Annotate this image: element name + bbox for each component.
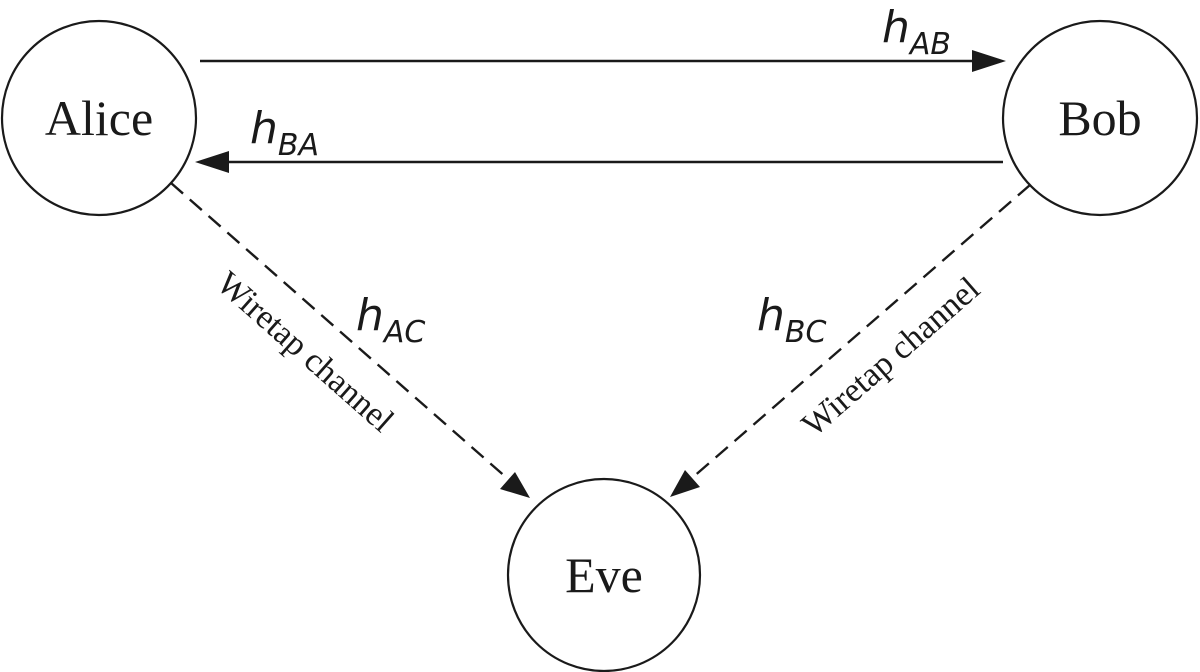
node-eve-label: Eve: [565, 547, 643, 603]
edge-alice-to-eve: [170, 182, 509, 480]
edge-bob-to-eve: [691, 184, 1031, 479]
arrowhead-alice-to-bob: [972, 50, 1006, 72]
arrowhead-bob-to-eve: [670, 470, 700, 497]
label-h-ab-main: h: [882, 2, 910, 53]
label-h-ba-sub: BA: [278, 128, 319, 163]
label-h-ac-main: h: [356, 290, 384, 341]
node-bob: Bob: [1001, 19, 1199, 217]
label-h-ba-main: h: [250, 103, 278, 154]
label-h-bc-sub: BC: [785, 315, 827, 350]
label-h-ab: hAB: [882, 2, 951, 62]
node-eve-circle: [506, 477, 702, 672]
arrowhead-bob-to-alice: [195, 151, 229, 173]
node-eve: Eve: [506, 477, 702, 672]
label-h-ba: hBA: [250, 103, 319, 163]
node-bob-circle: [1001, 19, 1199, 217]
node-alice-circle: [0, 19, 198, 217]
label-h-bc-main: h: [757, 290, 785, 341]
node-bob-label: Bob: [1058, 90, 1141, 146]
arrowhead-alice-to-eve: [500, 472, 530, 498]
label-h-ab-sub: AB: [908, 27, 951, 62]
label-h-bc: hBC: [757, 290, 826, 350]
node-alice: Alice: [0, 19, 198, 217]
label-h-ac-sub: AC: [382, 315, 426, 350]
wiretap-label-right: Wiretap channel: [795, 270, 987, 444]
node-alice-label: Alice: [45, 90, 153, 146]
label-h-ac: hAC: [356, 290, 425, 350]
